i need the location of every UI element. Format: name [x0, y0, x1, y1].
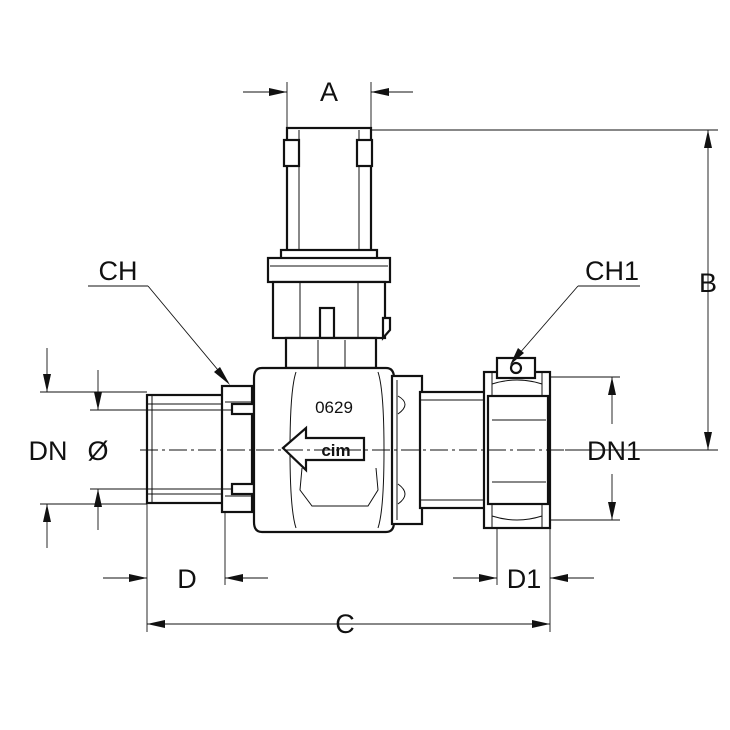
actuator-head — [266, 126, 392, 341]
label-c: C — [335, 609, 355, 639]
dimension-d1 — [453, 528, 594, 585]
label-d1: D1 — [507, 564, 542, 594]
label-dn1: DN1 — [587, 436, 641, 466]
code-marking: 0629 — [315, 398, 353, 417]
dimension-dn — [40, 348, 147, 548]
dimension-c — [146, 503, 551, 632]
leader-ch1 — [510, 285, 640, 365]
label-ch: CH — [99, 256, 138, 286]
dimension-diameter — [90, 370, 232, 530]
dimension-a — [243, 82, 413, 128]
label-diameter: Ø — [87, 436, 108, 466]
stem-neck — [284, 336, 378, 370]
label-a: A — [320, 77, 338, 107]
dimension-b — [371, 129, 718, 451]
dimension-dn1 — [550, 376, 620, 521]
brand-logo: cim — [321, 441, 350, 460]
label-d: D — [177, 564, 197, 594]
leader-ch — [88, 285, 230, 385]
label-dn: DN — [29, 436, 68, 466]
dimension-d — [103, 512, 268, 585]
label-ch1: CH1 — [585, 256, 639, 286]
flow-arrow-icon — [281, 425, 366, 473]
label-b: B — [699, 268, 717, 298]
union-nut — [482, 356, 552, 530]
left-threaded-end — [145, 384, 256, 514]
